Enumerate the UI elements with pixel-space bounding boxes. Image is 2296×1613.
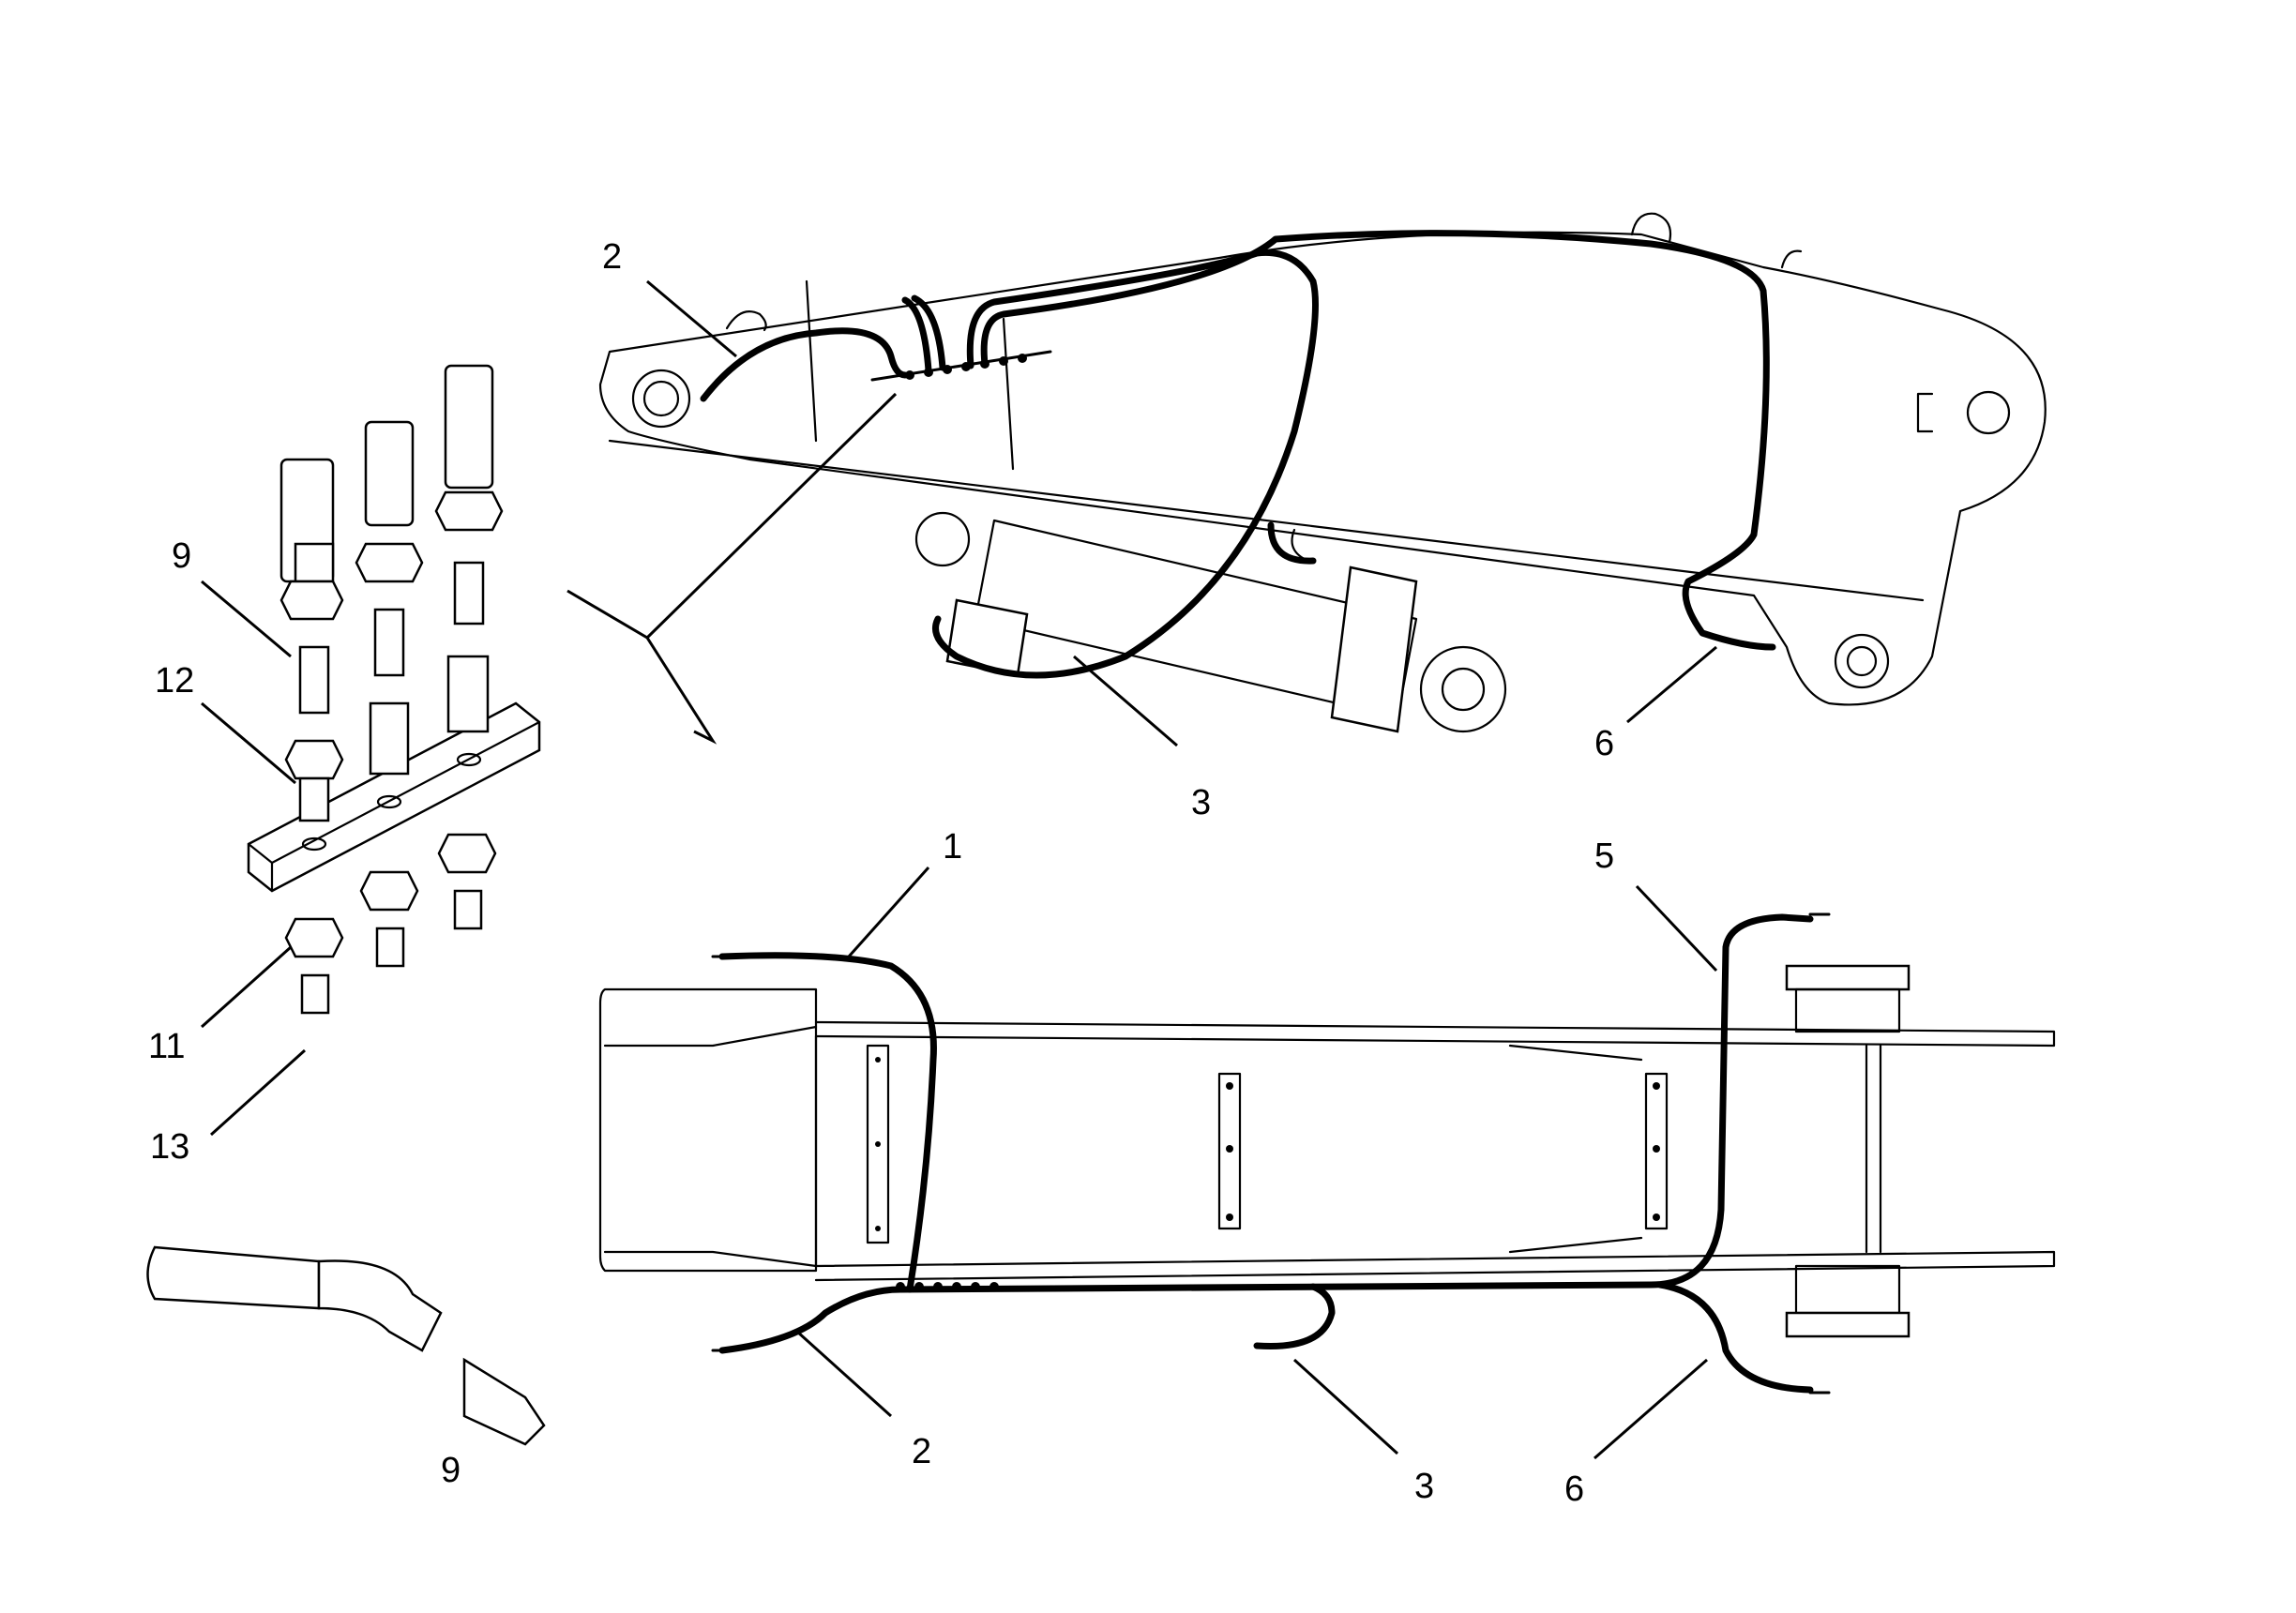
grease-fitting — [453, 889, 483, 930]
hose-nut — [434, 490, 504, 532]
grease-fitting-13 — [300, 973, 330, 1015]
callout-5: 5 — [1594, 837, 1614, 876]
lock-nut-11 — [284, 917, 344, 958]
adapter — [453, 561, 485, 626]
hose-line — [1267, 521, 1317, 565]
grease-fitting — [375, 927, 405, 968]
bulkhead-fitting — [369, 701, 410, 776]
hose-line-3 — [1253, 1283, 1336, 1350]
hose-nut — [279, 580, 344, 621]
elbow-fitting — [317, 1259, 443, 1352]
grease-fitting-9 — [462, 1357, 546, 1446]
leader-line — [847, 866, 930, 958]
callout-3: 3 — [1414, 1467, 1434, 1506]
mounting-strip — [1217, 1072, 1242, 1230]
hose-line-6 — [1656, 1281, 1814, 1394]
hose-line-5 — [718, 913, 1814, 1354]
leader-line — [1594, 1358, 1708, 1460]
hose-line — [901, 296, 932, 374]
leader-line — [201, 580, 292, 658]
lug — [1630, 212, 1672, 244]
hose-line-6 — [980, 230, 1776, 651]
leader-line — [209, 1048, 307, 1137]
boom-top-view — [598, 912, 2056, 1394]
hose-clamps — [896, 1282, 999, 1291]
hose — [146, 1245, 321, 1310]
hose-line-1 — [718, 952, 937, 1293]
hose-line — [911, 294, 946, 371]
callout-11: 11 — [148, 1027, 185, 1066]
adapter — [373, 608, 405, 677]
lock-nut — [359, 870, 419, 912]
leader-line — [200, 945, 293, 1029]
mounting-strip — [1644, 1072, 1669, 1230]
lug — [1780, 249, 1803, 269]
adapter — [298, 645, 330, 715]
leader-line — [795, 1330, 893, 1418]
bracket — [1916, 392, 1934, 433]
hose-line-3 — [932, 249, 1319, 679]
mounting-strip — [866, 1044, 890, 1244]
callout-9: 9 — [172, 536, 191, 576]
callout-3: 3 — [1191, 783, 1211, 822]
leader-line — [1073, 655, 1178, 747]
fittings-exploded-view — [247, 364, 541, 1015]
leader-line — [1635, 884, 1718, 972]
leader-line — [645, 392, 898, 640]
pin-hole — [1834, 633, 1890, 689]
callout-12: 12 — [155, 661, 194, 701]
hose — [444, 364, 494, 490]
hydraulic-cylinder — [945, 519, 1507, 733]
pin-hole — [1966, 390, 2011, 435]
pin-cap — [1785, 964, 1911, 991]
hose-line-2 — [700, 327, 909, 402]
bulkhead-fitting — [446, 655, 490, 733]
boom-side-view — [598, 212, 2047, 733]
callout-2: 2 — [912, 1432, 931, 1471]
bulkhead-nut-12 — [284, 739, 344, 780]
leader-line — [646, 279, 737, 358]
callout-1: 1 — [943, 827, 962, 867]
callout-2: 2 — [602, 237, 622, 277]
callout-13: 13 — [150, 1127, 189, 1167]
lock-nut — [437, 833, 497, 874]
pin-cap — [1785, 1311, 1911, 1338]
hose-nut — [355, 542, 424, 583]
view-bracket — [566, 589, 718, 745]
pin-hole — [631, 369, 691, 429]
elbow-hose-assembly — [146, 1245, 546, 1446]
pin-hole — [914, 511, 971, 567]
lug — [725, 310, 767, 332]
callout-6: 6 — [1594, 724, 1614, 763]
leader-line — [1626, 645, 1717, 724]
hose — [364, 420, 415, 527]
leader-line — [201, 701, 296, 785]
callout-6: 6 — [1564, 1470, 1584, 1509]
leader-line — [1292, 1358, 1399, 1455]
callout-9: 9 — [441, 1451, 461, 1490]
